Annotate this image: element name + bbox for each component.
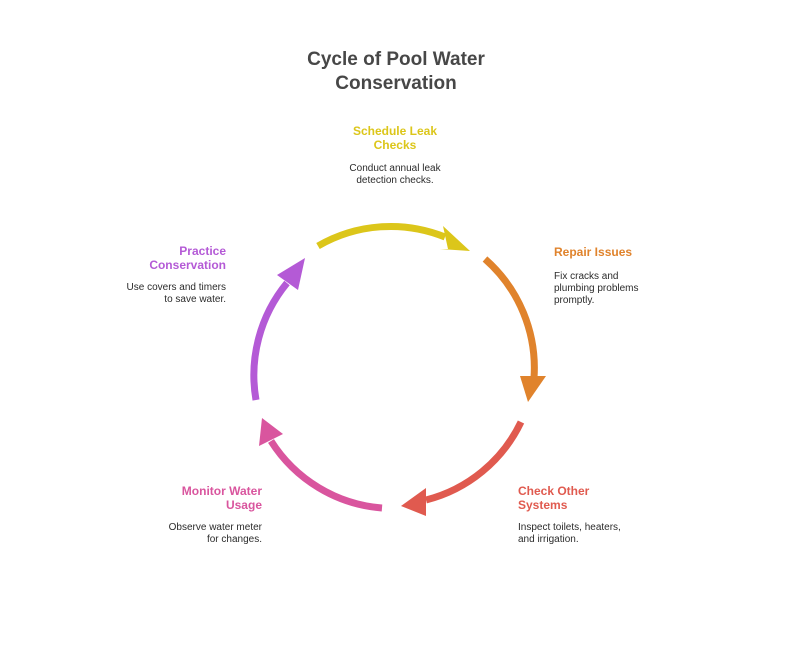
arrow-check bbox=[425, 420, 525, 504]
diagram-title: Cycle of Pool Water Conservation bbox=[307, 49, 485, 94]
arrow-repair bbox=[482, 256, 538, 379]
step-desc-repair: Fix cracks and plumbing problems promptl… bbox=[554, 271, 639, 306]
step-title-schedule: Schedule Leak Checks bbox=[352, 124, 438, 152]
arrow-schedule bbox=[316, 222, 447, 250]
arrow-practice bbox=[250, 280, 290, 401]
step-title-repair: Repair Issues bbox=[554, 245, 633, 259]
step-desc-monitor: Observe water meter for changes. bbox=[168, 522, 262, 545]
step-desc-check: Inspect toilets, heaters, and irrigation… bbox=[518, 522, 621, 545]
step-desc-schedule: Conduct annual leak detection checks. bbox=[349, 163, 441, 186]
arrowhead-monitor bbox=[259, 418, 283, 446]
step-title-check: Check Other Systems bbox=[518, 484, 590, 512]
step-title-monitor: Monitor Water Usage bbox=[181, 484, 262, 512]
arrowhead-repair bbox=[520, 376, 546, 402]
step-title-practice: Practice Conservation bbox=[149, 244, 226, 272]
arrow-monitor bbox=[268, 439, 383, 512]
arrowhead-schedule bbox=[440, 226, 470, 251]
arrowhead-practice bbox=[277, 258, 305, 290]
arrowhead-check bbox=[401, 488, 426, 516]
step-desc-practice: Use covers and timers to save water. bbox=[126, 282, 226, 305]
